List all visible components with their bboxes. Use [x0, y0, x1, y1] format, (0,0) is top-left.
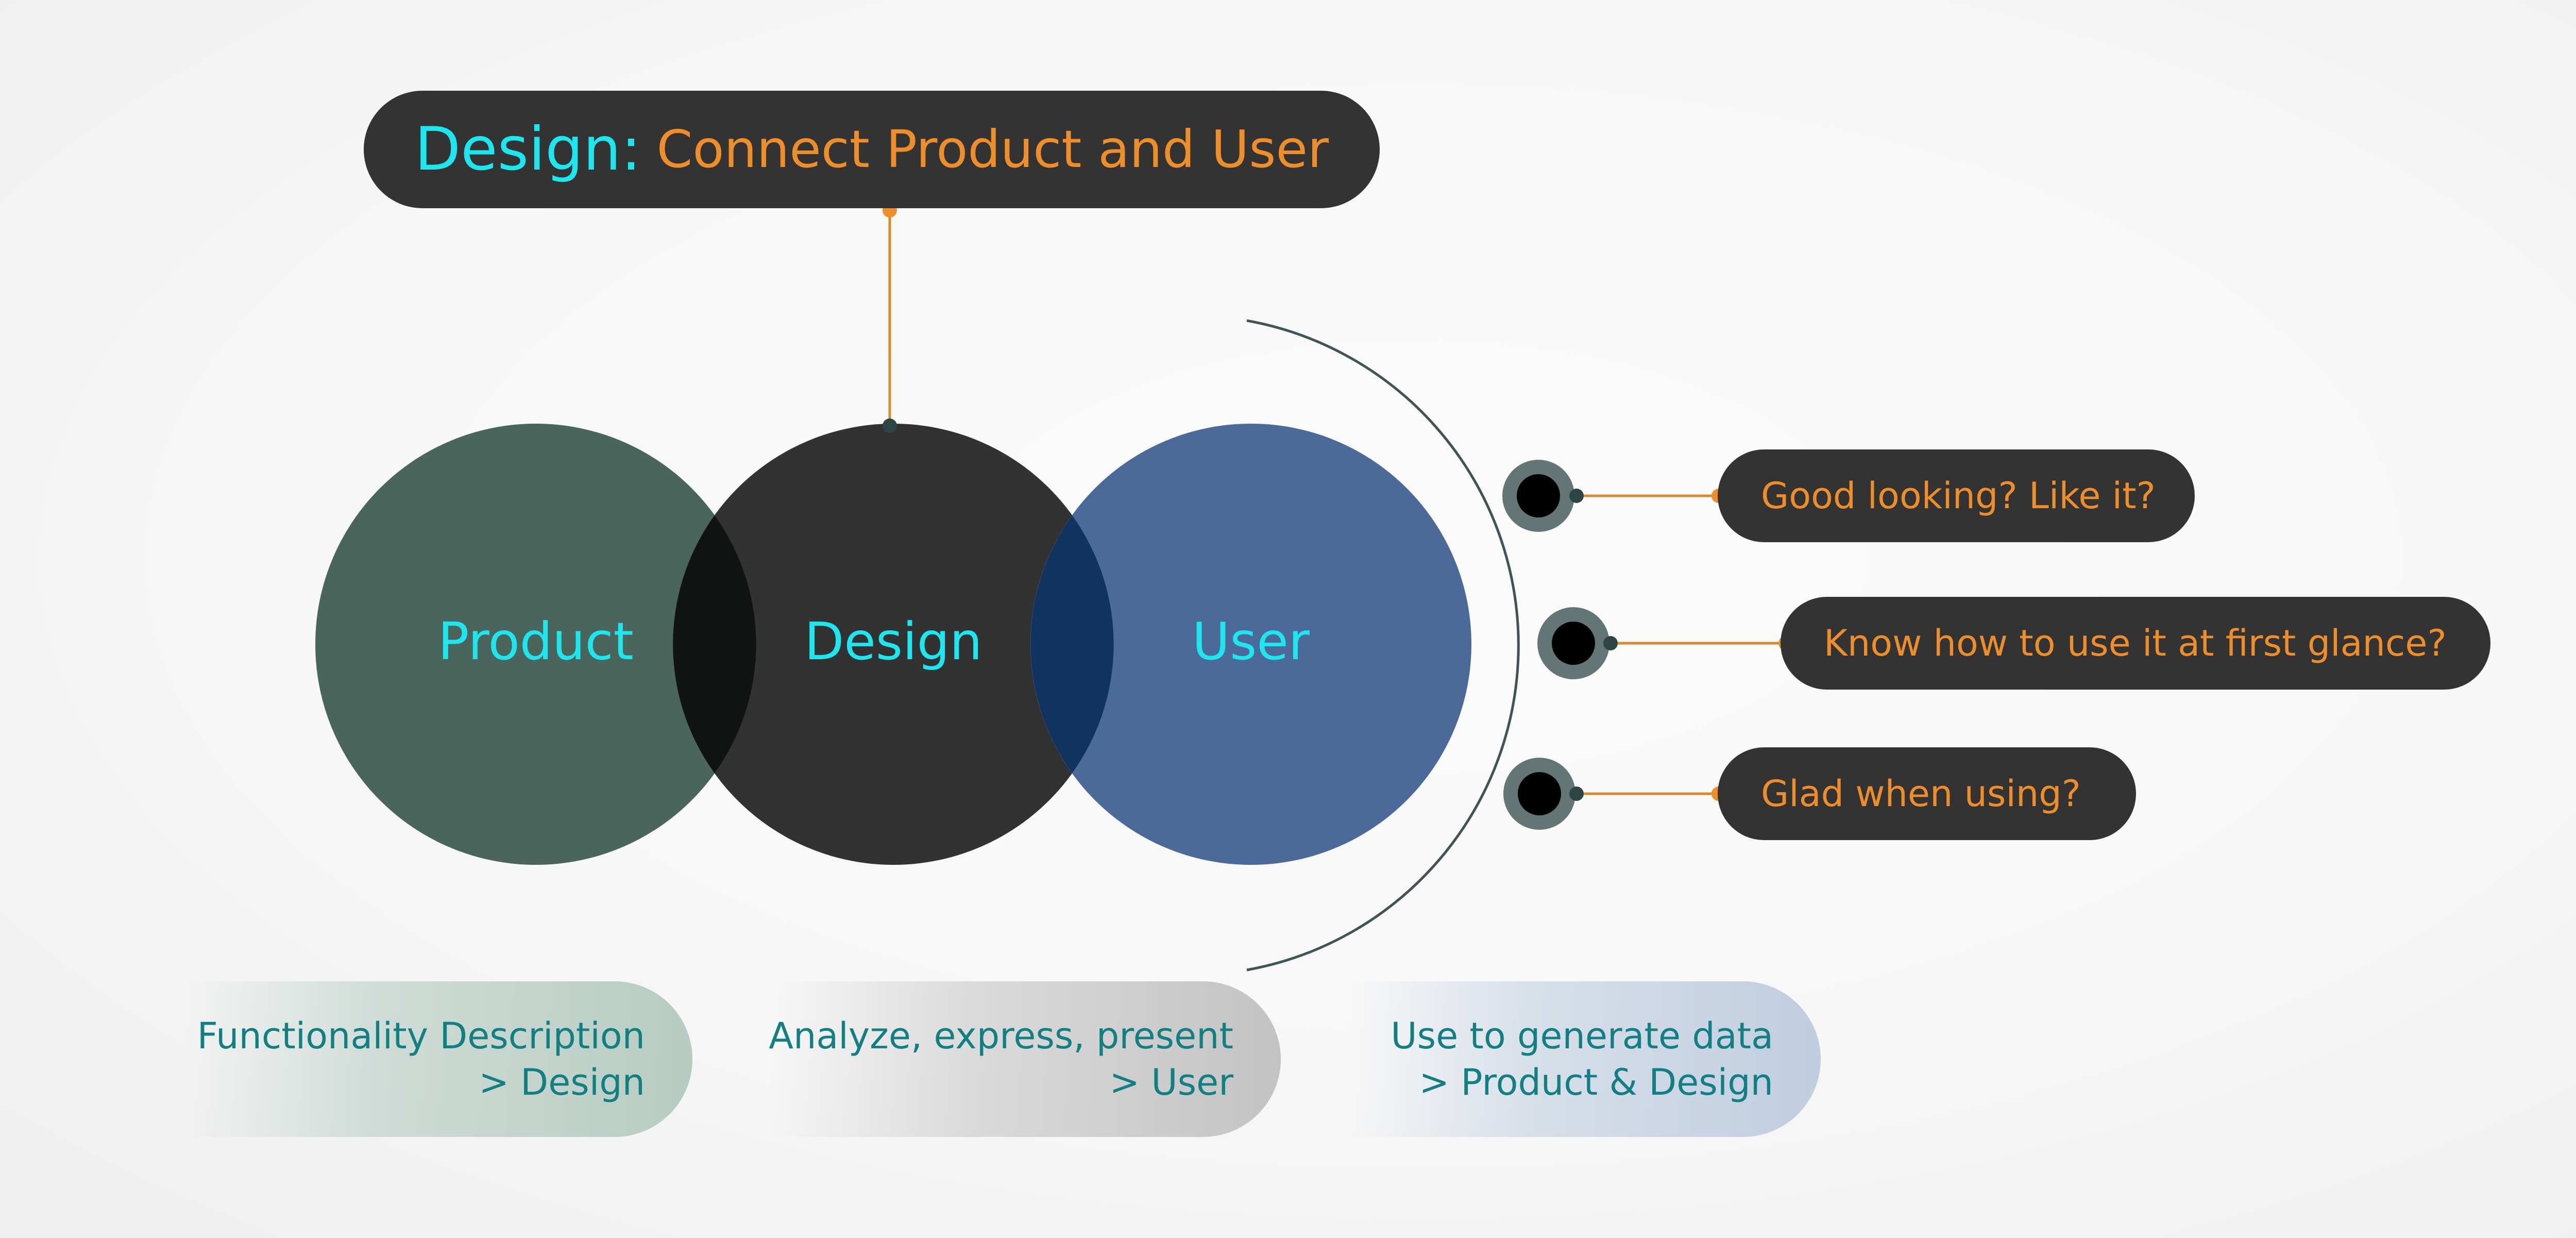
product-circle-label: Product: [438, 611, 634, 672]
arc-node-1-junction: [1569, 489, 1584, 503]
title-lead: Design:: [414, 114, 641, 184]
user-description-line-1: Use to generate data: [1391, 1015, 1773, 1057]
arc-node-2-core: [1552, 622, 1595, 665]
design-description-pill: Analyze, express, present > User: [769, 981, 1281, 1137]
design-user-overlap: [1030, 515, 1114, 773]
product-description-pill: Functionality Description > Design: [185, 981, 692, 1137]
user-description-pill: Use to generate data > Product & Design: [1350, 981, 1821, 1137]
question-pill-2: Know how to use it at first glance?: [1781, 597, 2490, 690]
title-rest: Connect Product and User: [656, 119, 1329, 179]
arc-node-3-junction: [1569, 787, 1584, 801]
title-connector-dot-bottom: [883, 419, 897, 433]
question-pill-1: Good looking? Like it?: [1718, 449, 2195, 542]
question-pill-3: Glad when using?: [1718, 747, 2136, 840]
product-design-overlap: [673, 515, 756, 773]
feedback-arc: [1246, 319, 1520, 972]
arc-node-1-core: [1517, 474, 1560, 517]
design-description-line-2: > User: [1109, 1061, 1233, 1103]
arc-node-3-core: [1518, 772, 1561, 815]
title-pill: Design: Connect Product and User: [364, 91, 1380, 208]
user-circle-label: User: [1192, 611, 1310, 672]
design-description-line-1: Analyze, express, present: [769, 1015, 1233, 1057]
design-circle-label: Design: [804, 611, 982, 672]
product-description-line-2: > Design: [479, 1061, 645, 1103]
arc-node-2-junction: [1603, 636, 1618, 650]
product-circle: [315, 424, 756, 865]
product-description-line-1: Functionality Description: [197, 1015, 645, 1057]
user-circle: [1030, 424, 1471, 865]
user-description-line-2: > Product & Design: [1419, 1061, 1773, 1103]
design-circle: [673, 424, 1114, 865]
